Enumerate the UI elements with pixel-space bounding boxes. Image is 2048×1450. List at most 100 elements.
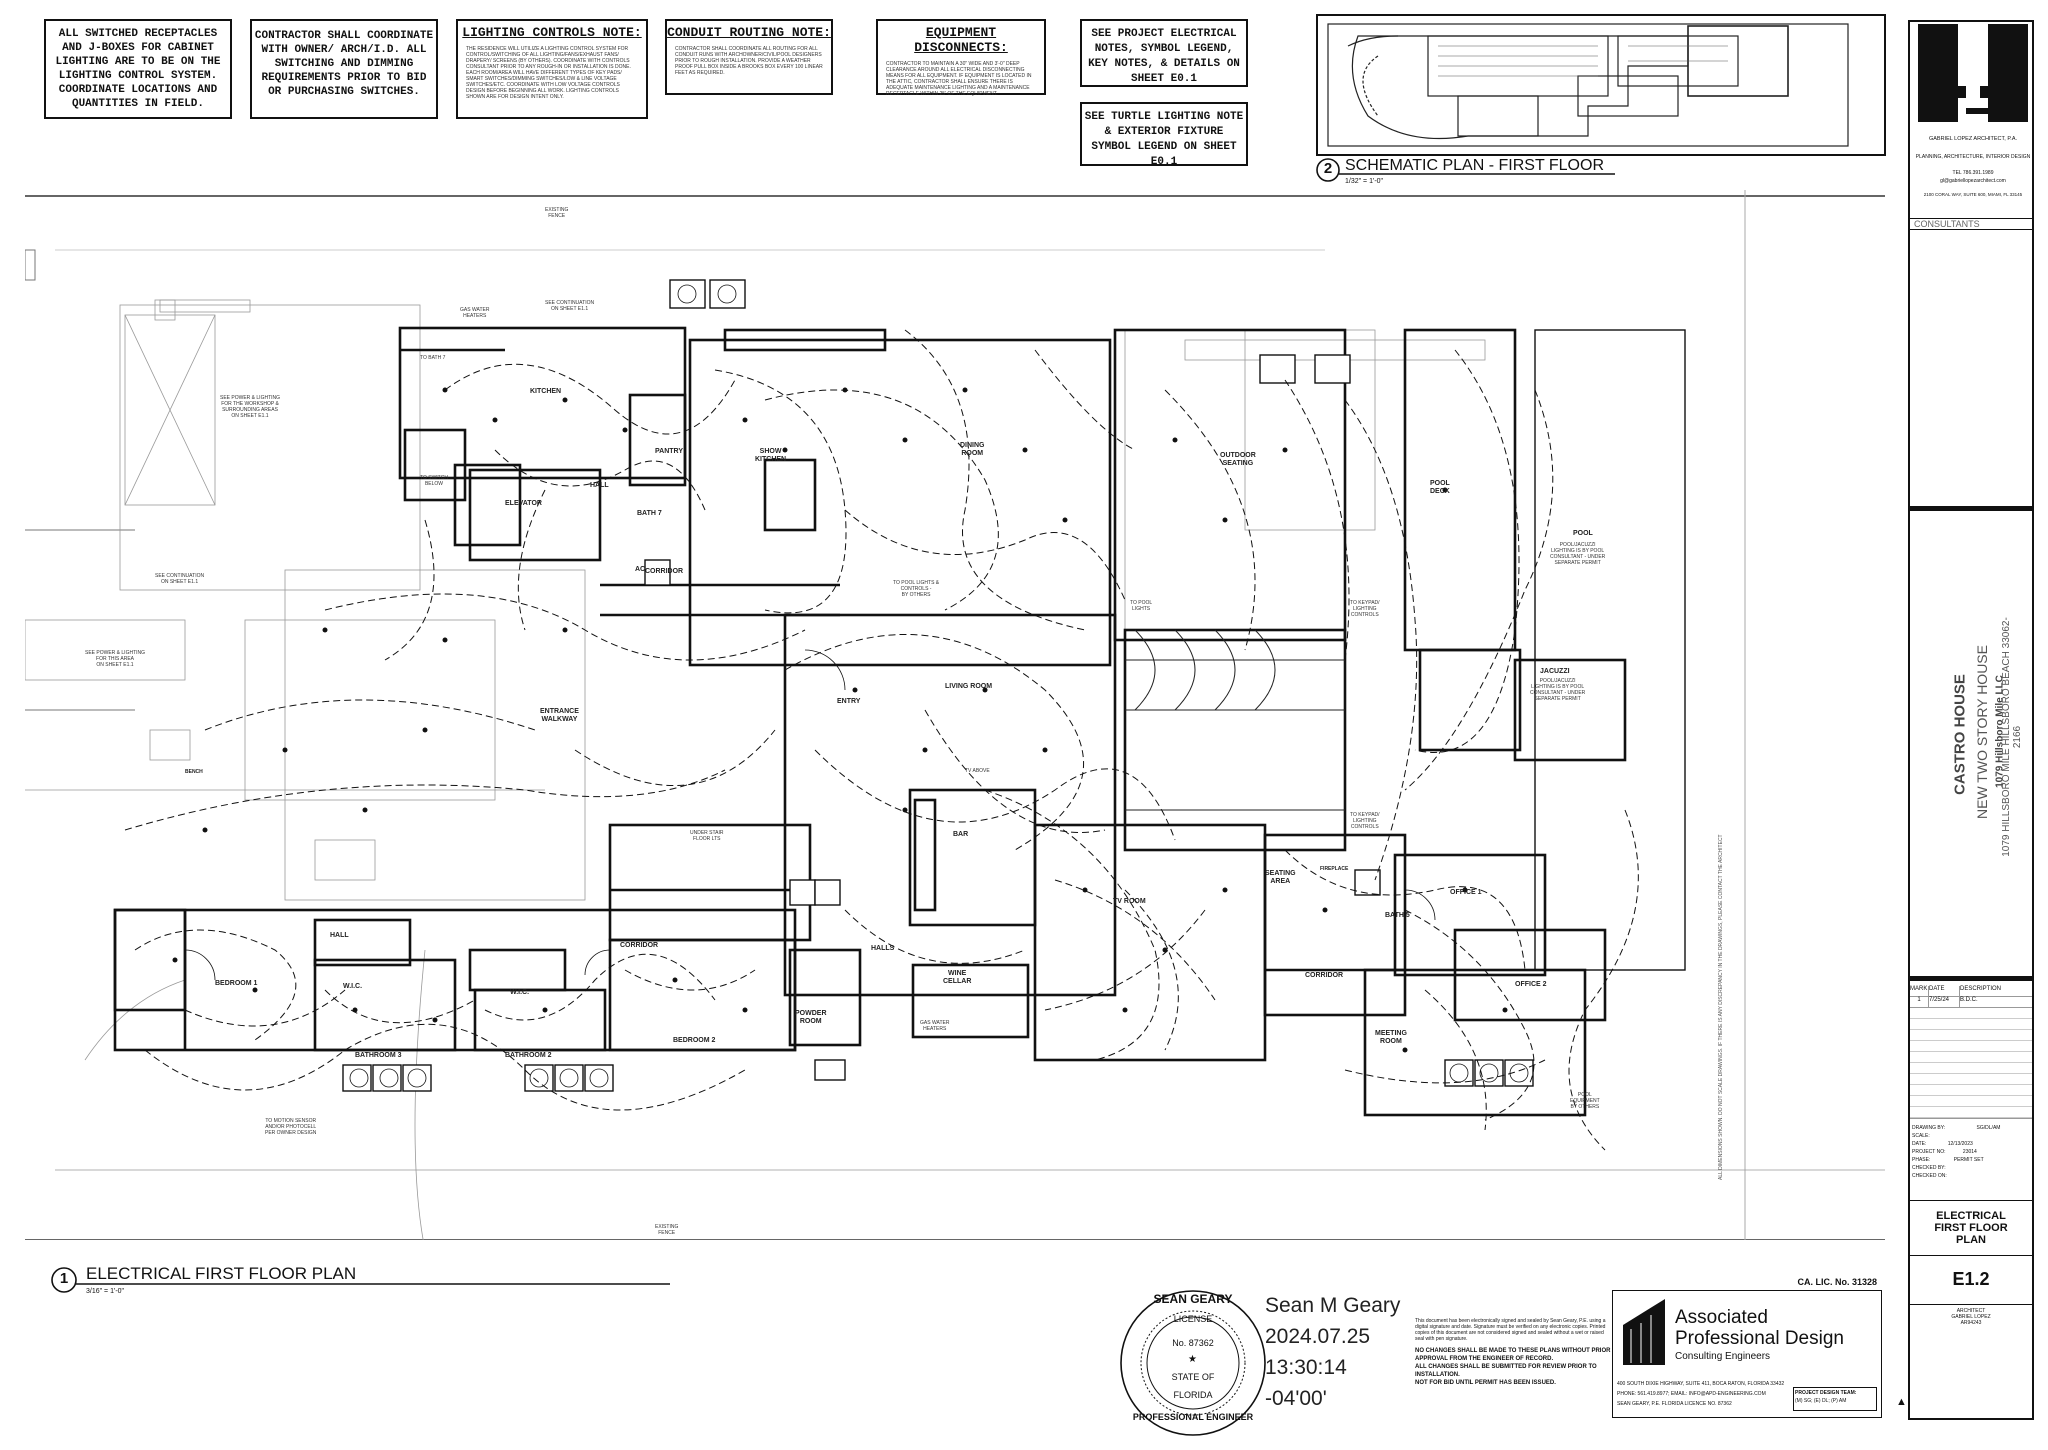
- info-date: DATE: 12/13/2023: [1912, 1141, 1973, 1147]
- room-bedroom2: BEDROOM 2: [673, 1037, 716, 1044]
- room-corridor-east: CORRIDOR: [1305, 972, 1344, 979]
- project-band-bottom: [1910, 976, 2032, 981]
- firm-address: 400 SOUTH DIXIE HIGHWAY, SUITE 411, BOCA…: [1617, 1381, 1785, 1387]
- room-corridor: CORRIDOR: [645, 568, 684, 575]
- seal-florida: FLORIDA: [1173, 1390, 1213, 1400]
- seal-state: STATE OF: [1171, 1372, 1215, 1382]
- electrical-plan-drawing: KITCHEN PANTRY SHOW KITCHEN DINING ROOM …: [24, 190, 1906, 1251]
- architect-name: GABRIEL LOPEZ ARCHITECT, P.A.: [1928, 136, 2018, 142]
- firm-phone: PHONE: 561.419.8977; EMAIL: INFO@APD-ENG…: [1617, 1391, 1766, 1397]
- architect-signature: ARCHITECT GABRIEL LOPEZ AR94243: [1951, 1308, 1991, 1326]
- sheet-number: E1.2: [1952, 1268, 1990, 1289]
- room-meeting: MEETING ROOM: [1375, 1030, 1407, 1045]
- revision-header-row: MARK DATE DESCRIPTION: [1910, 986, 2032, 997]
- note-see-continuation-1: SEE CONTINUATION ON SHEET E1.1: [545, 300, 595, 312]
- note-see-power-area: SEE POWER & LIGHTING FOR THIS AREA ON SH…: [85, 650, 146, 668]
- note-pool-equipment: POOL EQUIPMENT BY OTHERS: [1570, 1092, 1600, 1110]
- sign-time: 13:30:14: [1265, 1356, 1347, 1379]
- rev-date: 7/25/24: [1929, 997, 1960, 1007]
- firm-name-3: Consulting Engineers: [1675, 1351, 1771, 1362]
- architect-logo: [1918, 24, 2028, 122]
- room-bathroom3: BATHROOM 3: [355, 1052, 402, 1059]
- firm-team-title: PROJECT DESIGN TEAM:: [1795, 1390, 1857, 1396]
- project-site: 1079 HILLSBORO MILE HILLSBORO BEACH 3306…: [2001, 617, 2023, 857]
- room-bar: BAR: [953, 831, 969, 838]
- note-under-stair: UNDER STAIR FLOOR LTS: [690, 830, 724, 842]
- jacuzzi-lighting-note: POOL/JACUZZI LIGHTING IS BY POOL CONSULT…: [1530, 678, 1586, 702]
- schematic-number: 2: [1323, 160, 1333, 177]
- schematic-scale: 1/32" = 1'-0": [1345, 178, 1384, 185]
- architect-email: gl@gabriellopezarchitect.com: [1940, 178, 2006, 184]
- revision-row: 1 7/25/24 B.D.C.: [1910, 997, 2032, 1008]
- firm-block: CA. LIC. No. 31328 Associated Profession…: [1612, 1277, 1882, 1418]
- seal-license: LICENSE: [1173, 1314, 1213, 1324]
- project-band-top: [1910, 506, 2032, 511]
- pool-lighting-note: POOL/JACUZZI LIGHTING IS BY POOL CONSULT…: [1550, 542, 1606, 566]
- note-contractor-coordinate: CONTRACTOR SHALL COORDINATE WITH OWNER/ …: [250, 19, 438, 119]
- gas-water-heaters-2: GAS WATER HEATERS: [920, 1020, 950, 1032]
- seal-number: No. 87362: [1172, 1338, 1214, 1348]
- room-show-kitchen: SHOW KITCHEN: [755, 448, 787, 463]
- room-office1: OFFICE 1: [1450, 889, 1482, 896]
- disclaimer-no-changes: NO CHANGES SHALL BE MADE TO THESE PLANS …: [1415, 1348, 1611, 1362]
- note-heading: LIGHTING CONTROLS NOTE:: [462, 25, 642, 40]
- digital-signature: Sean M Geary 2024.07.25 13:30:14 -04'00': [1265, 1290, 1400, 1414]
- plan-number: 1: [59, 1270, 69, 1287]
- room-entry: ENTRY: [837, 698, 861, 705]
- room-pantry: PANTRY: [655, 448, 683, 455]
- room-corridor-west: CORRIDOR: [620, 942, 659, 949]
- consultants-header: CONSULTANTS: [1910, 218, 2032, 230]
- room-jacuzzi: JACUZZI: [1540, 668, 1570, 675]
- note-see-continuation-2: SEE CONTINUATION ON SHEET E1.1: [155, 573, 205, 585]
- room-bedroom1: BEDROOM 1: [215, 980, 258, 987]
- signer-name: Sean M Geary: [1265, 1294, 1401, 1317]
- info-project: PROJECT NO: 23014: [1912, 1149, 1977, 1155]
- architect-services: PLANNING, ARCHITECTURE, INTERIOR DESIGN: [1915, 154, 2031, 160]
- room-wic-2: W.I.C.: [510, 989, 530, 996]
- room-wine-cellar: WINE CELLAR: [943, 970, 972, 985]
- firm-team-box: PROJECT DESIGN TEAM: (M) SG; (E) DL; (P)…: [1793, 1387, 1877, 1411]
- pe-seal: SEAN GEARY LICENSE No. 87362 ★ STATE OF …: [1118, 1288, 1268, 1438]
- sign-date: 2024.07.25: [1265, 1325, 1371, 1348]
- project-name: CASTRO HOUSE: [1951, 674, 1969, 795]
- room-hall: HALL: [590, 482, 609, 489]
- note-to-bath7: TO BATH 7: [420, 355, 446, 361]
- sign-timezone: -04'00': [1265, 1387, 1327, 1410]
- firm-name-1: Associated: [1675, 1307, 1768, 1328]
- sheet-title-box: ELECTRICAL FIRST FLOOR PLAN: [1910, 1200, 2032, 1256]
- note-switched-receptacles: ALL SWITCHED RECEPTACLES AND J-BOXES FOR…: [44, 19, 232, 119]
- plan-linework: [24, 190, 1906, 1251]
- firm-name-2: Professional Design: [1675, 1328, 1844, 1349]
- sheet-title: ELECTRICAL FIRST FLOOR PLAN: [1934, 1210, 2008, 1246]
- room-kitchen: KITCHEN: [530, 388, 562, 395]
- room-pool: POOL: [1573, 530, 1593, 537]
- room-pool-deck: POOL DECK: [1430, 480, 1450, 495]
- note-to-pool-lights: TO POOL LIGHTS: [1130, 600, 1153, 612]
- room-wic-1: W.I.C.: [343, 983, 363, 990]
- info-phase: PHASE: PERMIT SET: [1912, 1157, 1984, 1163]
- firm-pe: SEAN GEARY, P.E. FLORIDA LICENCE NO. 873…: [1617, 1401, 1732, 1407]
- room-bath7: BATH 7: [637, 510, 662, 517]
- note-motion-sensor: TO MOTION SENSOR AND/OR PHOTOCELL PER OW…: [265, 1118, 317, 1136]
- fireplace-label: FIREPLACE: [1320, 866, 1349, 872]
- seal-pe: PROFESSIONAL ENGINEER: [1132, 1412, 1254, 1422]
- disclaimer-not-bid: NOT FOR BID UNTIL PERMIT HAS BEEN ISSUED…: [1415, 1380, 1556, 1386]
- engineer-disclaimer: This document has been electronically si…: [1415, 1318, 1613, 1412]
- note-see-turtle-lighting: SEE TURTLE LIGHTING NOTE & EXTERIOR FIXT…: [1080, 102, 1248, 168]
- room-dining: DINING ROOM: [960, 442, 985, 457]
- firm-logo-icon: [1623, 1299, 1665, 1365]
- architect-address: 2100 CORAL WAY, SUITE 600, MIAMI, FL 331…: [1923, 192, 2023, 197]
- note-equipment-disconnects: EQUIPMENT DISCONNECTS: CONTRACTOR TO MAI…: [876, 19, 1046, 97]
- revision-table: MARK DATE DESCRIPTION 1 7/25/24 B.D.C.: [1910, 986, 2032, 1119]
- room-living: LIVING ROOM: [945, 683, 993, 690]
- project-info: DRAWING BY: SG/DL/AM SCALE: DATE: 12/13/…: [1912, 1124, 2030, 1180]
- revision-empty-rows: [1910, 1008, 2032, 1119]
- room-halls: HALLS: [871, 945, 895, 952]
- schematic-title-bubble: [1316, 158, 1615, 182]
- note-heading: CONDUIT ROUTING NOTE:: [667, 25, 831, 40]
- disclaimer-body: This document has been electronically si…: [1415, 1318, 1606, 1342]
- room-tv: TV ROOM: [1113, 898, 1146, 905]
- north-arrow-icon: ▲: [1896, 1396, 1907, 1408]
- disclaimer-all-changes: ALL CHANGES SHALL BE SUBMITTED FOR REVIE…: [1415, 1364, 1597, 1378]
- plan-title-block: 1 ELECTRICAL FIRST FLOOR PLAN 3/16" = 1'…: [50, 1264, 670, 1301]
